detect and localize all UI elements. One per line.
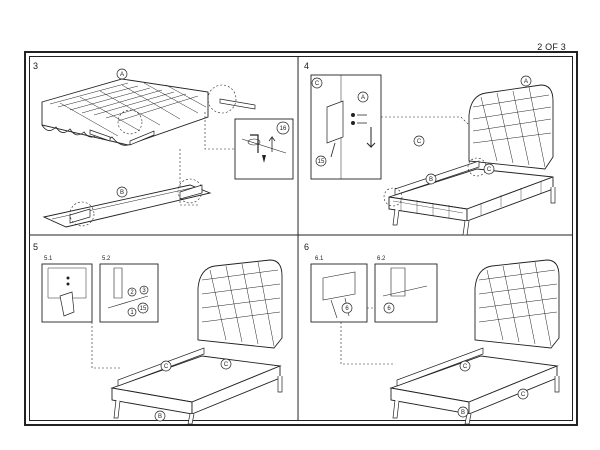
step-4-label-a: A	[524, 79, 528, 85]
step-3-label-hw: 16	[280, 126, 287, 132]
step-4-label-b: B	[429, 177, 433, 183]
step-5-label-c2: C	[224, 362, 229, 368]
step-5-sub1: 5.1	[44, 256, 53, 262]
step-6-n6b: 6	[387, 306, 391, 312]
step-3-label-b: B	[120, 190, 124, 196]
step-5-n2: 2	[130, 290, 134, 296]
step-4-label-c: C	[315, 81, 320, 87]
step-4-label-hw: 15	[318, 159, 325, 165]
step-6-label-b: B	[461, 410, 465, 416]
step-5-n3: 3	[142, 288, 146, 294]
page-number: 2 OF 3	[537, 42, 566, 52]
step-6-illustration: 6.1 6.2 6 6	[310, 256, 560, 424]
step-6-number: 6	[304, 242, 310, 252]
step-6-label-c: C	[463, 364, 468, 370]
step-4-number: 4	[304, 61, 310, 71]
step-3-number: 3	[33, 61, 39, 71]
step-3-illustration: A 16 B	[41, 68, 294, 228]
step-4-label-c3: C	[487, 167, 492, 173]
step-6-panel: 6 6.1 6.2 6 6	[301, 238, 576, 424]
step-4-panel: 4 C A 15	[301, 57, 576, 237]
step-3-label-a: A	[120, 72, 124, 78]
step-5-label-b: B	[158, 414, 162, 420]
step-3-panel: 3 A	[30, 57, 300, 237]
step-6-n6a: 6	[345, 306, 349, 312]
step-4-illustration: C A 15	[310, 74, 556, 236]
step-5-illustration: 5.1 5.2 2 3 1 15	[41, 256, 283, 424]
step-5-label-c: C	[164, 364, 169, 370]
panel-grid	[30, 57, 572, 420]
step-5-n1: 1	[130, 310, 134, 316]
step-4-label-c2: C	[417, 139, 422, 145]
step-5-panel: 5 5.1 5.2 2 3 1 15	[30, 238, 300, 424]
step-5-hw: 15	[140, 306, 147, 312]
step-5-number: 5	[33, 242, 39, 252]
step-4-label-a2: A	[361, 95, 365, 101]
step-6-label-c2: C	[521, 392, 526, 398]
step-6-sub2: 6.2	[377, 256, 386, 262]
step-6-sub1: 6.1	[315, 256, 324, 262]
step-5-sub2: 5.2	[102, 256, 111, 262]
instruction-frame-inner: 3 A	[29, 56, 576, 424]
instruction-frame: 3 A	[24, 51, 578, 426]
